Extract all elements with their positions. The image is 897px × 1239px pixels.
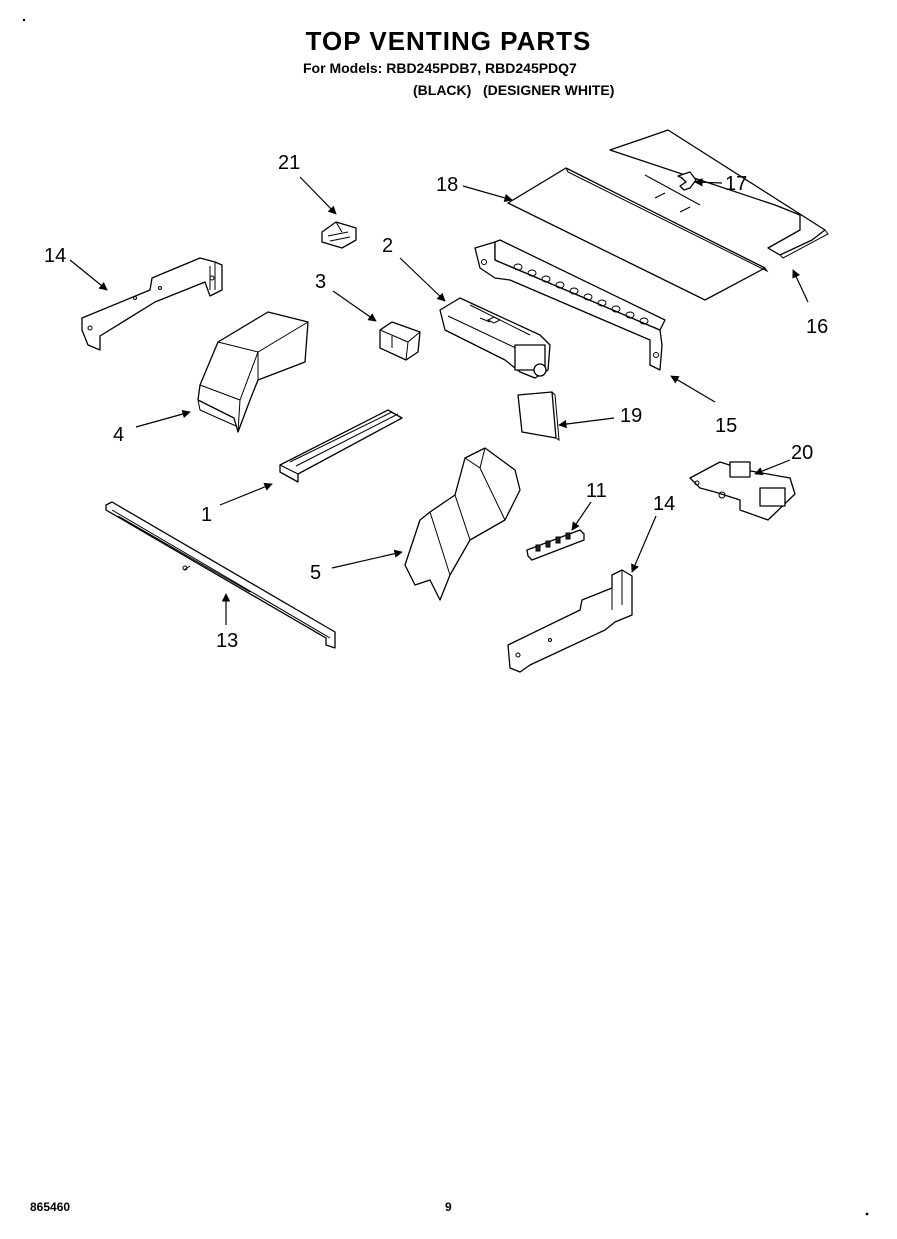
callout-1: 1: [201, 504, 212, 526]
callout-4: 4: [113, 424, 124, 446]
part-2-latch-assembly: [439, 297, 551, 379]
part-4-duct: [197, 311, 309, 433]
callout-16: 16: [806, 316, 828, 338]
part-3-block: [379, 321, 421, 361]
part-16-top-panel: [609, 129, 829, 259]
part-15-perforated-channel: [474, 239, 666, 371]
page-title: TOP VENTING PARTS: [305, 26, 592, 56]
part-1-channel: [279, 409, 403, 483]
callout-2: 2: [382, 235, 393, 257]
page-number: 9: [445, 1200, 452, 1214]
callout-11: 11: [586, 480, 607, 502]
part-5-air-duct: [404, 447, 521, 601]
part-20-latch-plate: [689, 461, 796, 521]
callout-14-upper: 14: [44, 245, 66, 267]
scan-speck: [865, 1212, 869, 1216]
part-17-clip: [677, 171, 697, 191]
callout-5: 5: [310, 562, 321, 584]
callout-21: 21: [278, 152, 300, 174]
part-13-rail: [105, 501, 336, 649]
callout-14-lower: 14: [653, 493, 675, 515]
callout-20: 20: [791, 442, 813, 464]
leader-lines: [69, 176, 809, 625]
callout-17: 17: [725, 173, 747, 195]
part-18-vent-plate: [507, 167, 769, 301]
document-number: 865460: [30, 1200, 71, 1214]
models-line: For Models: RBD245PDB7, RBD245PDQ7: [303, 60, 577, 76]
part-14-bracket-right: [507, 569, 633, 673]
part-21-switch: [321, 221, 357, 249]
part-14-bracket-left: [81, 257, 223, 351]
callout-labels: 21 18 17 2 14 3 16 19 15 4 20 11 14 1 5 …: [44, 152, 828, 652]
callout-19: 19: [620, 405, 642, 427]
callout-15: 15: [715, 415, 737, 437]
scan-speck: [22, 18, 26, 22]
variants-line: (BLACK) (DESIGNER WHITE): [413, 82, 615, 98]
callout-13: 13: [216, 630, 238, 652]
callout-18: 18: [436, 174, 458, 196]
part-19-pad: [517, 391, 560, 441]
callout-3: 3: [315, 271, 326, 293]
part-11-terminal-strip: [526, 529, 585, 561]
